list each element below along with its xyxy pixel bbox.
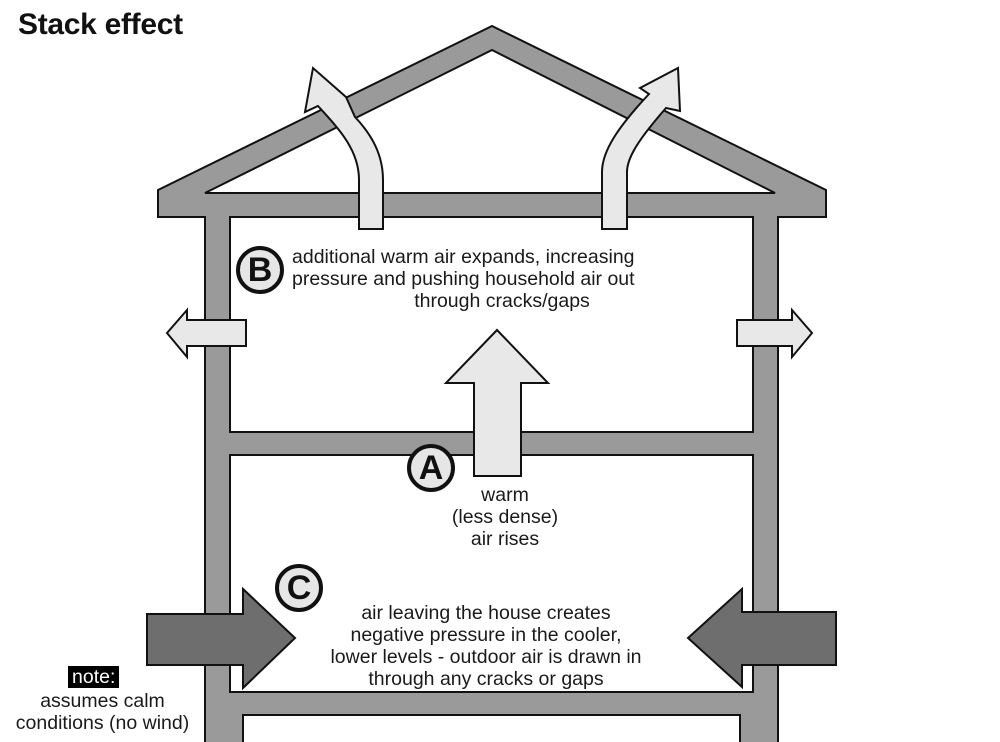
ground-floor-beam [204,691,779,716]
label-c-line-4: through any cracks or gaps [368,668,604,690]
label-a-line-2: (less dense) [451,506,559,528]
upper-wall-leak-right-arrow [736,307,814,360]
basement-right-wall [739,714,779,742]
label-b-text: additional warm air expands, increasing … [292,246,712,312]
label-b-line-1: additional warm air expands, increasing [292,246,635,268]
roof [157,24,827,218]
upper-wall-leak-left-arrow [165,307,247,360]
label-a-line-1: warm [481,484,529,506]
basement-left-wall [204,714,244,742]
roof-exhaust-right-arrow [601,66,682,230]
label-c-line-1: air leaving the house creates [361,602,611,624]
label-b-line-3: through cracks/gaps [414,290,590,312]
label-c-badge: C [275,564,323,612]
label-c-text: air leaving the house creates negative p… [296,602,676,690]
warm-air-rising-arrow [443,328,551,477]
label-c-line-3: lower levels - outdoor air is drawn in [330,646,642,668]
cold-inflow-right-arrow [686,586,837,690]
note-label: note: [68,666,120,688]
label-a-text: warm (less dense) air rises [440,484,570,550]
label-a-badge: A [407,444,455,492]
note-line-1: assumes calm [40,690,165,712]
diagram-title: Stack effect [18,8,183,41]
label-b-line-2: pressure and pushing household air out [292,268,635,290]
label-c-line-2: negative pressure in the cooler, [350,624,622,646]
note-line-2: conditions (no wind) [15,712,190,734]
cold-inflow-left-arrow [146,586,297,691]
label-a-line-3: air rises [470,528,540,550]
label-b-badge: B [236,246,284,294]
roof-exhaust-left-arrow [303,66,384,230]
note-text: assumes calm conditions (no wind) [0,690,205,734]
